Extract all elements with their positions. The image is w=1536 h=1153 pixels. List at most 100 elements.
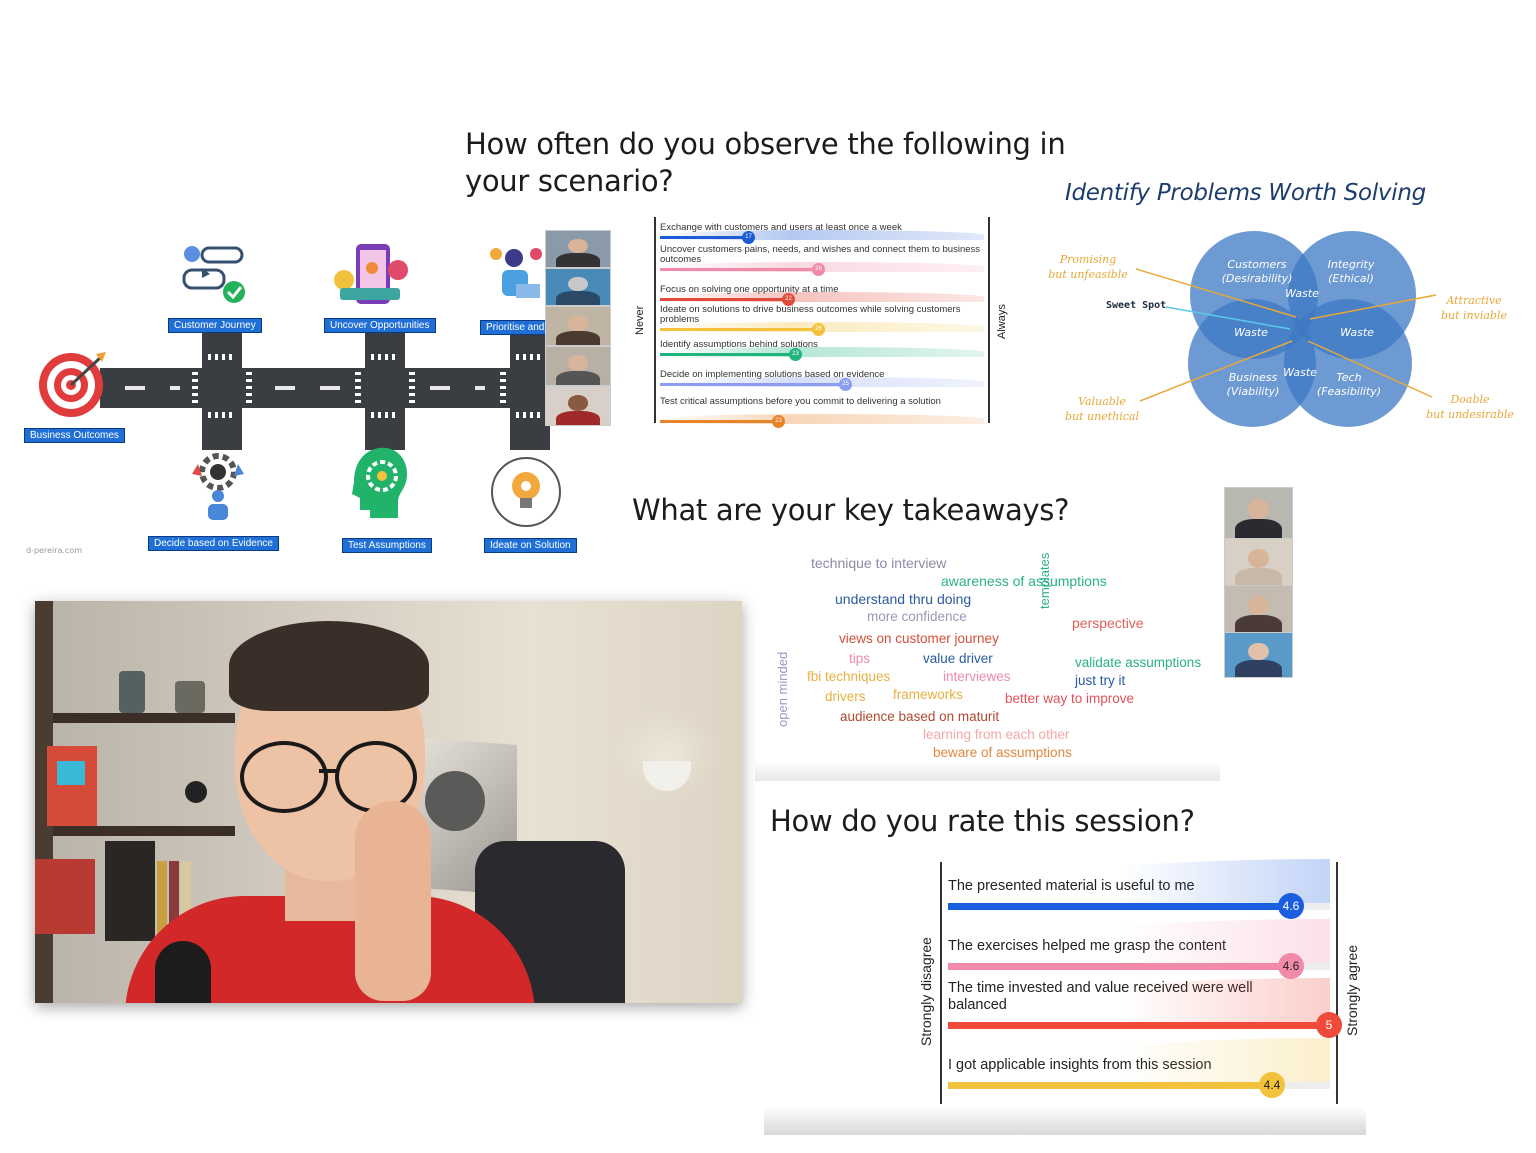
takeaway-word: more confidence: [867, 609, 967, 624]
takeaways-title: What are your key takeaways?: [632, 493, 1070, 527]
rating-item-bar: [948, 903, 1291, 910]
never-label: Never: [634, 305, 646, 335]
participant-thumbnail: [545, 346, 611, 386]
observe-item-distribution: [660, 377, 984, 387]
venn-diagram: Customers (Desirability) Integrity (Ethi…: [1040, 225, 1520, 435]
venn-waste-bottom: Waste: [1283, 366, 1317, 379]
credit-text: d-pereira.com: [26, 546, 83, 555]
customer-journey-tag: Customer Journey: [168, 318, 262, 333]
rating-item-distribution: [948, 919, 1330, 963]
road-vertical-1: [202, 330, 242, 450]
road-vertical-2: [365, 330, 405, 450]
rating-item-value: 5: [1316, 1012, 1342, 1038]
participant-thumbnail: [545, 306, 611, 346]
observe-item-distribution: [660, 230, 984, 240]
venn-title: Identify Problems Worth Solving: [1065, 180, 1426, 206]
takeaway-word: open minded: [775, 651, 790, 727]
speaker-hair: [229, 621, 429, 711]
observe-item-bar: [660, 236, 748, 239]
phone-opportunities-icon: [334, 244, 408, 304]
uncover-opportunities-tag: Uncover Opportunities: [324, 318, 436, 333]
observe-item-bar: [660, 328, 818, 331]
rating-item-bar: [948, 1022, 1329, 1029]
venn-customers: Customers (Desirability): [1221, 258, 1293, 286]
decide-people-icon: [192, 453, 244, 520]
takeaway-word: beware of assumptions: [933, 745, 1072, 760]
observe-item-distribution: [660, 292, 984, 302]
takeaway-word: audience based on maturit: [840, 709, 1000, 724]
venn-waste-right: Waste: [1340, 326, 1374, 339]
participant-thumbnail: [1224, 538, 1293, 586]
head-gear-icon: [352, 447, 408, 518]
takeaway-word: technique to interview: [811, 555, 947, 571]
observe-item-distribution: [660, 414, 984, 424]
observe-item-label: Uncover customers pains, needs, and wish…: [660, 244, 981, 265]
participant-thumbnail: [545, 230, 611, 268]
takeaway-word: value driver: [923, 651, 993, 666]
observe-chart: Never Always Exchange with customers and…: [630, 215, 1020, 428]
observe-item-value: 23: [789, 348, 802, 361]
rating-item-value: 4.6: [1278, 953, 1304, 979]
rating-item-label: I got applicable insights from this sess…: [948, 1057, 1298, 1074]
strongly-agree-label: Strongly agree: [1344, 944, 1360, 1036]
takeaway-word: learning from each other: [923, 727, 1070, 742]
observe-item-bar: [660, 420, 778, 423]
business-outcomes-tag: Business Outcomes: [24, 428, 125, 443]
decide-evidence-tag: Decide based on Evidence: [148, 536, 279, 551]
target-icon: [39, 352, 106, 417]
participant-thumbnail: [1224, 632, 1293, 678]
observe-item-distribution: [660, 347, 984, 357]
road-vertical-3: [510, 330, 550, 450]
rating-item-value: 4.6: [1278, 893, 1304, 919]
venn-waste-left: Waste: [1234, 326, 1268, 339]
venn-circles: [1135, 231, 1437, 427]
microphone-icon: [155, 941, 211, 1003]
takeaway-word: just try it: [1075, 673, 1126, 688]
participant-thumbnail: [1224, 585, 1293, 633]
participant-thumbnail: [545, 268, 611, 306]
rating-item-label: The presented material is useful to me: [948, 878, 1298, 895]
strongly-disagree-label: Strongly disagree: [918, 937, 934, 1046]
participant-thumbnail: [545, 386, 611, 426]
observe-item-value: 26: [812, 323, 825, 336]
takeaway-word: tips: [849, 651, 871, 666]
takeaway-word: perspective: [1072, 615, 1144, 631]
participant-thumbnail: [1224, 487, 1293, 539]
rating-item-label: The exercises helped me grasp the conten…: [948, 938, 1298, 955]
takeaway-word: drivers: [825, 689, 866, 704]
takeaways-panel: technique to interview awareness of assum…: [755, 545, 1220, 781]
book-spine: [105, 841, 155, 941]
takeaway-word: templates: [1037, 552, 1052, 609]
test-assumptions-tag: Test Assumptions: [342, 538, 432, 553]
rating-item-value: 4.4: [1259, 1072, 1285, 1098]
rating-item-label: The time invested and value received wer…: [948, 980, 1298, 1014]
venn-waste-top: Waste: [1285, 287, 1319, 300]
observe-item-value: 25: [839, 378, 852, 391]
observe-item-label: Exchange with customers and users at lea…: [660, 222, 902, 233]
rating-item-bar: [948, 963, 1291, 970]
attractive-label: Attractive but inviable: [1440, 294, 1507, 322]
venn-tech: Tech (Feasibility): [1316, 371, 1382, 399]
observe-item-label: Test critical assumptions before you com…: [660, 396, 941, 407]
observe-item-label: Ideate on solutions to drive business ou…: [660, 304, 961, 325]
takeaway-word: better way to improve: [1005, 691, 1135, 706]
observe-item-label: Decide on implementing solutions based o…: [660, 369, 885, 380]
wall-lamp: [643, 761, 691, 791]
takeaway-word: interviewes: [943, 669, 1011, 684]
takeaway-word: fbi techniques: [807, 669, 891, 684]
observe-item-bar: [660, 353, 795, 356]
lightbulb-icon: [491, 457, 561, 527]
promising-label: Promising but unfeasible: [1048, 253, 1128, 281]
takeaway-word: frameworks: [893, 687, 963, 702]
takeaway-word: awareness of assumptions: [941, 573, 1107, 589]
doable-label: Doable but undesirable: [1426, 393, 1514, 421]
customer-journey-icon: [182, 246, 245, 303]
observe-item-bar: [660, 298, 788, 301]
prioritise-tag: Prioritise and: [480, 320, 551, 335]
book-cover: [35, 859, 95, 934]
roadmap-infographic: Business Outcomes Customer Journey Uncov…: [20, 230, 611, 560]
observe-item-value: 17: [742, 231, 755, 244]
glasses-icon: [240, 741, 328, 813]
observe-item-bar: [660, 383, 845, 386]
valuable-label: Valuable but unethical: [1065, 395, 1139, 423]
